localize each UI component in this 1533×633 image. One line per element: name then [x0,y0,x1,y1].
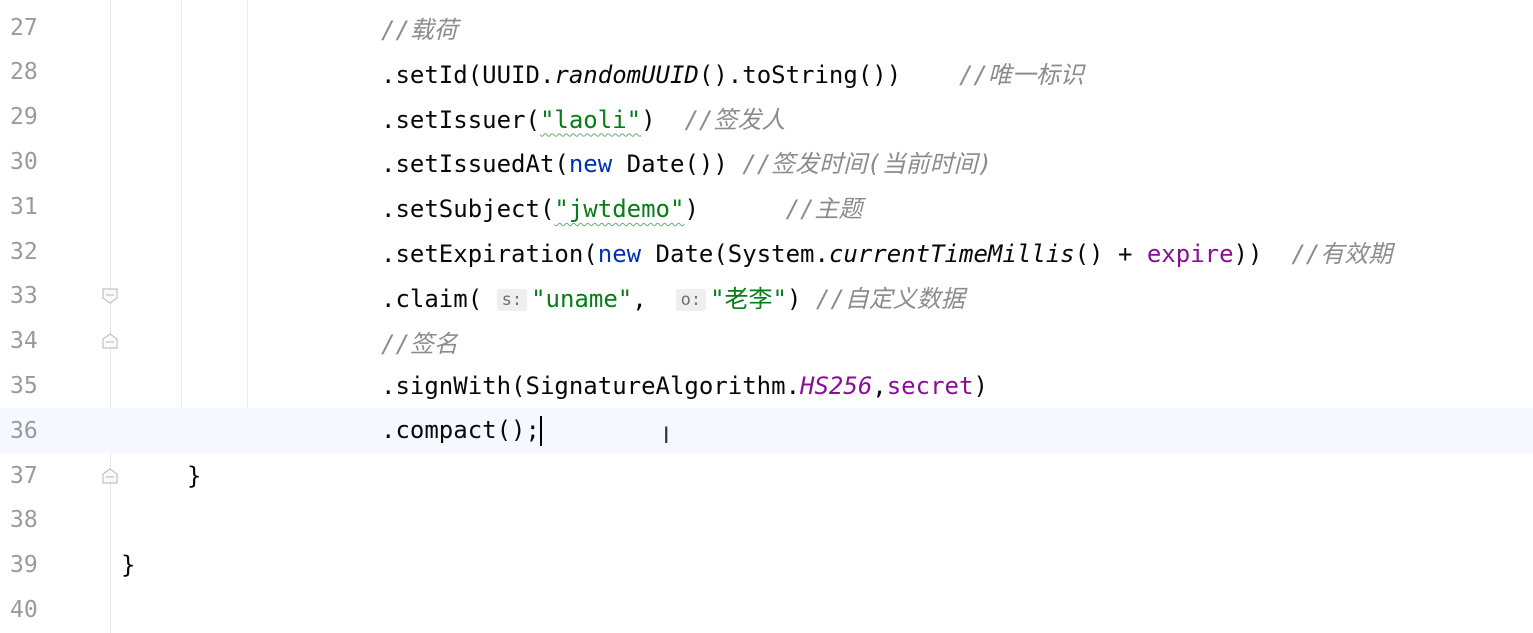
code-text: .setIssuer("laoli") //签发人 [381,100,785,135]
code-token: .setIssuedAt( [381,150,569,179]
text-cursor-icon: I [663,424,670,449]
code-token: .setId(UUID. [381,60,555,89]
code-comment: //签发时间(当前时间) [742,150,993,179]
code-text: } [121,551,135,579]
line-number: 38 [10,507,38,534]
code-token: .setIssuer( [381,105,540,134]
line-number: 32 [10,238,38,265]
code-token: "uname" [531,284,633,313]
code-comment: //载荷 [381,16,458,44]
code-token: new [597,240,642,268]
code-text: .setId(UUID.randomUUID().toString()) //唯… [381,55,1084,90]
line-number: 30 [10,148,38,175]
code-token: Date(System. [641,240,829,268]
code-line[interactable]: 39} [0,543,1533,588]
line-number: 40 [10,596,38,623]
indent-guide [247,0,248,453]
code-line[interactable]: 29 .setIssuer("laoli") //签发人 [0,95,1533,140]
code-token: .setSubject( [381,195,555,224]
code-text: //签名 [381,324,458,359]
code-token: ) [641,105,685,134]
code-line[interactable]: 36 .compact(); [0,408,1533,454]
code-comment: //有效期 [1291,240,1393,268]
code-token: .signWith(SignatureAlgorithm. [381,371,801,400]
code-line[interactable]: 30 .setIssuedAt(new Date()) //签发时间(当前时间) [0,139,1533,184]
code-line[interactable]: 28 .setId(UUID.randomUUID().toString()) /… [0,50,1533,95]
parameter-hint: s: [496,288,528,311]
code-comment: //签发人 [684,105,786,134]
code-line[interactable]: 35 .signWith(SignatureAlgorithm.HS256,sec… [0,363,1533,408]
code-token: } [187,461,202,490]
code-token: ) [684,195,786,224]
code-line[interactable]: 38 [0,498,1533,543]
code-token: .setExpiration( [381,240,598,268]
code-text: .setSubject("jwtdemo") //主题 [381,189,863,224]
code-line[interactable]: 40 [0,587,1533,632]
code-comment: //签名 [381,329,458,358]
code-token: , [632,284,676,313]
code-text: .claim( s:"uname", o:"老李") //自定义数据 [381,279,965,314]
code-token: randomUUID [554,60,699,89]
code-token: new [568,150,613,179]
line-number: 35 [10,372,38,399]
code-text: //载荷 [381,10,458,45]
code-comment: //主题 [785,195,863,224]
code-line[interactable]: 31 .setSubject("jwtdemo") //主题 [0,184,1533,229]
code-line[interactable]: 37} [0,453,1533,498]
code-token: ) [786,284,816,313]
fold-marker-icon[interactable] [101,287,119,305]
code-comment: //唯一标识 [958,60,1084,89]
fold-marker-icon[interactable] [101,467,119,485]
code-token: secret [886,371,974,400]
code-text: .setIssuedAt(new Date()) //签发时间(当前时间) [381,144,992,179]
code-line[interactable]: 33 .claim( s:"uname", o:"老李") //自定义数据 [0,274,1533,319]
indent-guide [181,0,182,453]
code-token: "laoli" [539,105,642,134]
code-line[interactable]: 34 //签名 [0,319,1533,364]
code-token: , [872,371,887,400]
line-number: 36 [10,417,38,444]
line-number: 37 [10,462,38,489]
code-line[interactable]: 27 //载荷 [0,5,1533,50]
code-token: .compact(); [381,415,540,444]
line-number: 33 [10,283,38,310]
line-number-gutter [0,0,111,633]
code-text: .signWith(SignatureAlgorithm.HS256,secre… [381,372,988,400]
text-caret [539,415,542,446]
code-token: expire [1146,240,1234,268]
code-text: .compact(); [381,415,542,446]
code-token: HS256 [800,371,873,400]
code-token: currentTimeMillis [828,240,1075,268]
code-line[interactable]: 32 .setExpiration(new Date(System.current… [0,229,1533,274]
code-token: () + [1074,240,1147,268]
code-text: } [187,462,201,490]
code-comment: //自定义数据 [815,284,965,313]
fold-marker-icon[interactable] [101,332,119,350]
code-token: ) [973,371,988,400]
line-number: 28 [10,59,38,86]
line-number: 29 [10,104,38,131]
code-token: .claim( [381,284,497,313]
code-token: "jwtdemo" [554,195,685,224]
line-number: 34 [10,328,38,355]
code-token: ().toString()) [698,60,959,89]
code-token: "老李" [710,284,787,313]
code-token: Date()) [612,150,743,179]
line-number: 39 [10,552,38,579]
code-token: )) [1233,240,1292,268]
parameter-hint: o: [675,288,707,311]
code-token: } [121,551,136,580]
line-number: 31 [10,193,38,220]
code-text: .setExpiration(new Date(System.currentTi… [381,234,1392,269]
line-number: 27 [10,14,38,41]
